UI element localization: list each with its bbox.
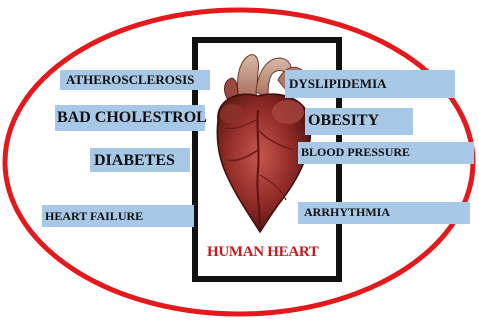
label-atherosclerosis: ATHEROSCLEROSIS <box>60 70 210 90</box>
label-obesity: OBESITY <box>305 108 413 135</box>
label-heart-failure: HEART FAILURE <box>42 205 194 227</box>
label-dyslipidemia: DYSLIPIDEMIA <box>285 70 455 98</box>
label-blood-pressure: BLOOD PRESSURE <box>298 142 474 164</box>
label-arrhythmia: ARRHYTHMIA <box>298 202 470 224</box>
label-bad-cholestrol: BAD CHOLESTROL <box>55 105 205 131</box>
label-diabetes: DIABETES <box>90 148 190 172</box>
heart-title: HUMAN HEART <box>207 244 337 261</box>
